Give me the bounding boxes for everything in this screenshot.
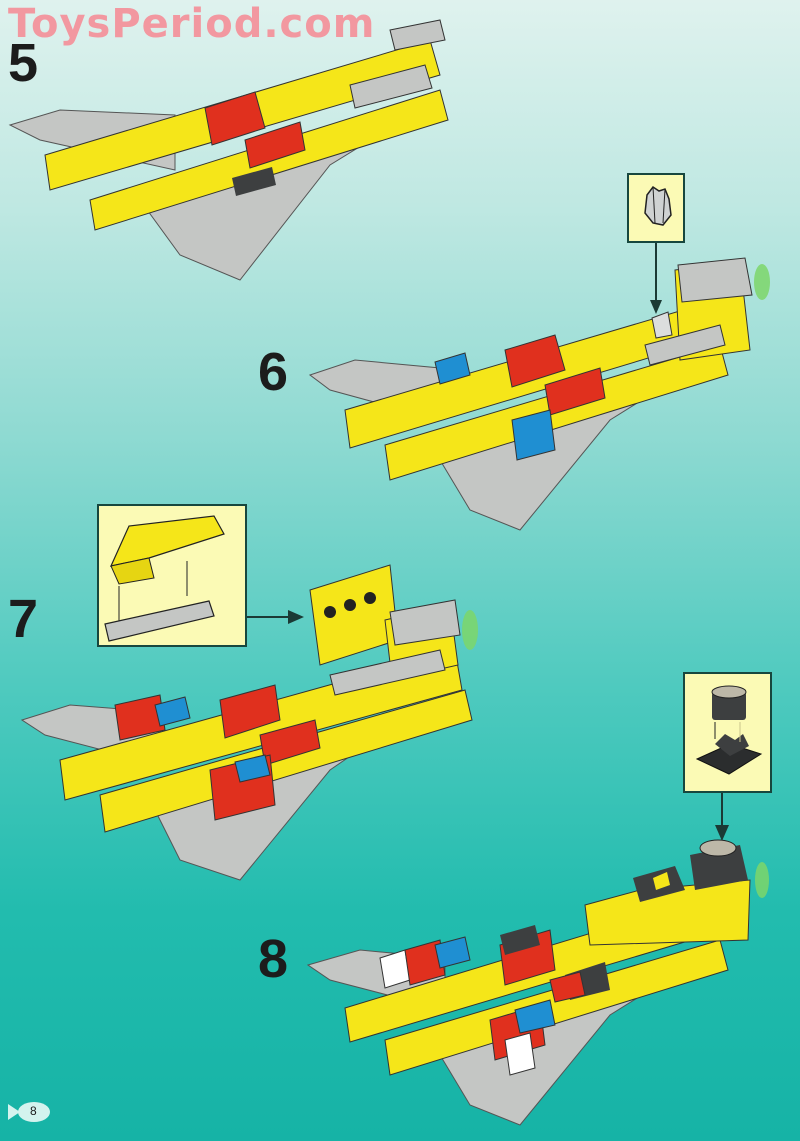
fish-icon [18,1102,50,1122]
callout-hinge-canopy-assembly [97,504,247,647]
callout-arrow-8 [721,793,723,828]
step-number-6: 6 [258,342,289,402]
step-7-model-illustration [20,564,478,881]
step-5-model-illustration [8,19,449,281]
hinge-canopy-icon [104,515,225,642]
step-6-model-illustration [308,257,770,531]
page-number: 8 [30,1104,37,1118]
step-number-7: 7 [8,589,39,649]
watermark: ToysPeriod.com [8,1,376,47]
callout-crystal-element [627,173,685,243]
crystal-icon [644,185,672,226]
arrow-head-7 [288,610,304,624]
page-number-badge: 8 [8,1100,50,1124]
callout-dark-grey-cylinder-on-plate [683,672,772,793]
cylinder-plate-icon [695,685,763,775]
step-number-8: 8 [258,929,289,989]
arrow-head-6 [650,300,662,314]
callout-arrow-7 [247,616,292,618]
fish-tail-icon [8,1104,20,1120]
callout-arrow-6 [655,243,657,303]
step-number-5: 5 [8,33,39,93]
arrow-head-8 [715,825,729,841]
